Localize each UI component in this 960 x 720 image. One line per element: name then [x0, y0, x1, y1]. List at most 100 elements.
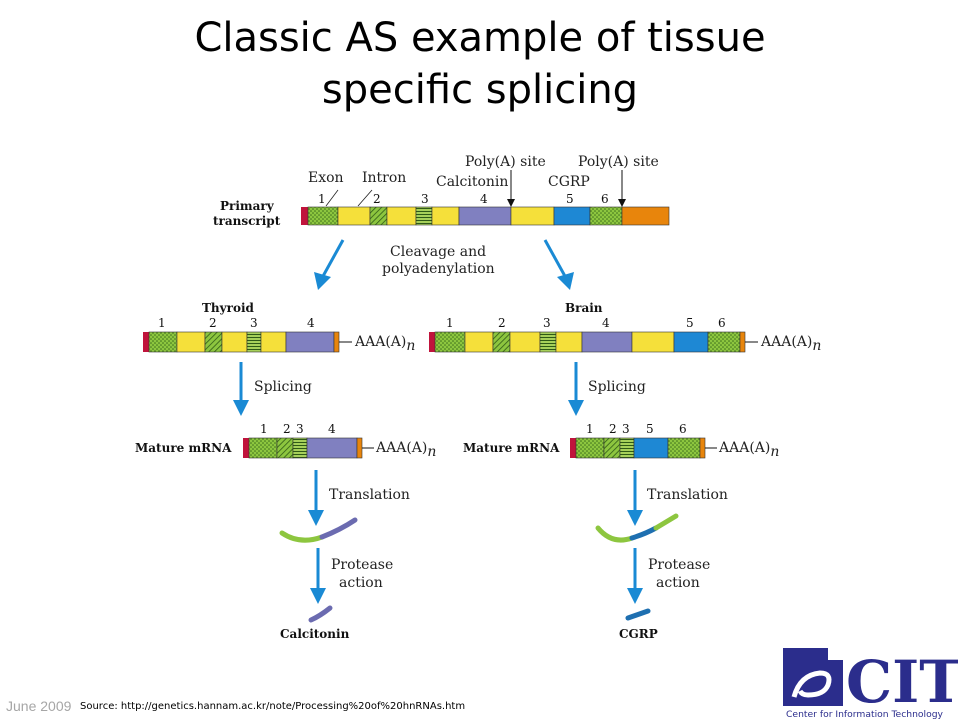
exon-5 [633, 437, 669, 459]
cap [301, 207, 308, 225]
calcitonin-product-label: Calcitonin [280, 627, 350, 641]
exon-num-4: 4 [480, 192, 488, 206]
tail-region [356, 437, 363, 459]
intron [221, 331, 248, 353]
brain-premrna [429, 331, 758, 353]
cleavage-arrow-right [543, 239, 568, 279]
exon-2 [603, 437, 621, 459]
exon-num-3: 3 [250, 316, 258, 330]
splicing-label-left: Splicing [254, 379, 312, 395]
primary-transcript [301, 206, 670, 226]
polya-arrowhead-1 [507, 199, 515, 207]
exon-num-5: 5 [686, 316, 694, 330]
exon-1 [148, 331, 178, 353]
cap [143, 332, 149, 352]
exon-2 [492, 331, 511, 353]
exon-2 [276, 437, 294, 459]
precursor-green-left [279, 530, 325, 543]
exon-5 [673, 331, 709, 353]
protease-arrowhead-right [627, 588, 643, 604]
exon-num-2: 2 [498, 316, 506, 330]
cleavage-label-1: Cleavage and [390, 244, 486, 260]
intron [555, 331, 583, 353]
primary-label-2: transcript [213, 214, 281, 228]
mature-mrna-label-right: Mature mRNA [463, 441, 560, 455]
protease-label-right-2: action [656, 575, 700, 591]
exon-num-2: 2 [609, 422, 617, 436]
exon-num-4: 4 [328, 422, 336, 436]
cap [570, 438, 576, 458]
intron [509, 331, 541, 353]
exon-1 [575, 437, 605, 459]
protease-label-left-2: action [339, 575, 383, 591]
intron-pointer [357, 189, 373, 207]
calcitonin-peptide [308, 605, 333, 623]
logo-text: CIT [846, 648, 958, 716]
intron [176, 331, 206, 353]
exon-num-1: 1 [158, 316, 166, 330]
exon-1 [248, 437, 278, 459]
cap [429, 332, 435, 352]
polya-site-label-1: Poly(A) site [465, 154, 546, 170]
exon-num-1: 1 [586, 422, 594, 436]
exon-num-5: 5 [646, 422, 654, 436]
title-line-1: Classic AS example of tissue [194, 15, 766, 61]
thyroid-premrna [143, 331, 352, 353]
precursor-green-right [595, 525, 635, 543]
logo-subtitle: Center for Information Technology [786, 709, 944, 720]
exon-label: Exon [308, 170, 344, 186]
polya-site-label-2: Poly(A) site [578, 154, 659, 170]
exon-num-2: 2 [283, 422, 291, 436]
exon-num-1: 1 [260, 422, 268, 436]
exon-num-3: 3 [296, 422, 304, 436]
exon-num-5: 5 [566, 192, 574, 206]
exon-6 [589, 206, 623, 226]
exon-2 [369, 206, 388, 226]
tail-region [333, 331, 340, 353]
exon-4 [581, 331, 633, 353]
intron [386, 206, 417, 226]
protease-label-right-1: Protease [648, 557, 710, 573]
cleavage-label-2: polyadenylation [382, 261, 495, 277]
exon-5 [553, 206, 591, 226]
tail-region [621, 206, 670, 226]
exon-4 [458, 206, 512, 226]
cgrp-peptide [625, 608, 651, 621]
polya-tail: AAA(A)n [760, 334, 821, 354]
splicing-arrowhead-right [568, 400, 584, 416]
exon-num-6: 6 [679, 422, 687, 436]
exon-num-3: 3 [622, 422, 630, 436]
intron [260, 331, 287, 353]
polya-tail: AAA(A)n [718, 440, 779, 460]
cit-logo: CIT Center for Information Technology [783, 648, 958, 720]
exon-num-4: 4 [307, 316, 315, 330]
exon-2 [204, 331, 223, 353]
footer-source: Source: http://genetics.hannam.ac.kr/not… [80, 701, 466, 712]
intron [631, 331, 675, 353]
polya-arrowhead-2 [618, 199, 626, 207]
brain-mature-mrna [570, 437, 717, 459]
logo-notch [828, 648, 843, 660]
logo-swoosh [791, 670, 832, 698]
exon-3 [539, 331, 557, 353]
cgrp-label: CGRP [548, 174, 590, 190]
intron [431, 206, 460, 226]
exon-num-6: 6 [601, 192, 609, 206]
exon-4 [285, 331, 335, 353]
protease-arrowhead-left [310, 588, 326, 604]
exon-num-1: 1 [446, 316, 454, 330]
primary-label-1: Primary [220, 199, 275, 213]
exon-1 [307, 206, 339, 226]
thyroid-mature-mrna [243, 437, 374, 459]
calcitonin-label: Calcitonin [436, 174, 508, 190]
cleavage-arrowhead-left [314, 272, 331, 290]
exon-3 [292, 437, 308, 459]
exon-num-4: 4 [602, 316, 610, 330]
exon-3 [619, 437, 635, 459]
mature-mrna-label-left: Mature mRNA [135, 441, 232, 455]
precursor-purple-left [319, 517, 358, 540]
thyroid-label: Thyroid [202, 301, 255, 315]
intron [510, 206, 555, 226]
brain-label: Brain [565, 301, 603, 315]
